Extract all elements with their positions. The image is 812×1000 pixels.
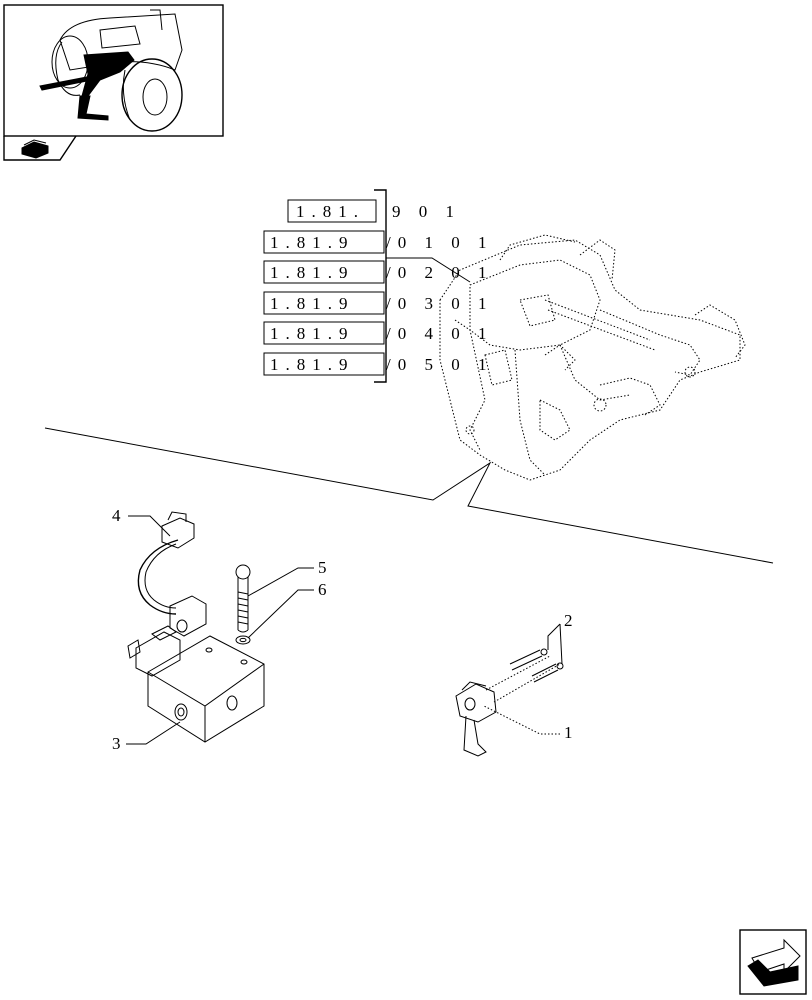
reference-suffix: /0 1 0 1 <box>386 233 493 252</box>
reference-list: 1.81. 9 0 1 1.81.9 /0 1 0 1 1.81.9 /0 2 … <box>263 189 493 383</box>
reference-bracket <box>374 189 387 383</box>
reference-leader <box>386 257 471 283</box>
reference-suffix: /0 4 0 1 <box>386 324 493 343</box>
leader-part-5 <box>247 567 314 597</box>
reference-box-label: 1.81.9 <box>270 355 355 374</box>
callout-label-4: 4 <box>112 506 121 525</box>
bolt-part-5[interactable] <box>235 564 251 633</box>
washer-part-6[interactable] <box>235 635 251 645</box>
cable-harness-part-4[interactable] <box>137 511 207 637</box>
callout-label-1: 1 <box>564 723 573 742</box>
reference-row-2[interactable]: 1.81.9 /0 2 0 1 <box>263 260 493 284</box>
section-separator <box>44 427 774 564</box>
reference-box-label: 1.81.9 <box>270 233 355 252</box>
leader-part-2a <box>547 623 561 650</box>
leader-part-2b <box>559 623 563 665</box>
front-hitch-assembly-drawing <box>439 234 746 481</box>
leader-part-6 <box>247 589 314 639</box>
book-page-tab[interactable] <box>3 135 77 161</box>
callout-label-3: 3 <box>112 734 121 753</box>
callout-label-2: 2 <box>564 611 573 630</box>
leader-part-4 <box>128 515 171 537</box>
book-page-icon <box>21 139 49 159</box>
reference-row-4[interactable]: 1.81.9 /0 4 0 1 <box>263 321 493 345</box>
screws-part-2[interactable] <box>509 648 564 683</box>
position-sensor-part-1[interactable] <box>455 655 561 757</box>
reference-row-0[interactable]: 1.81. 9 0 1 <box>287 199 461 223</box>
tractor-front-hitch-thumbnail-icon <box>39 9 183 132</box>
reference-row-3[interactable]: 1.81.9 /0 3 0 1 <box>263 291 493 315</box>
reference-row-5[interactable]: 1.81.9 /0 5 0 1 <box>263 352 493 376</box>
reference-suffix: 9 0 1 <box>392 202 461 221</box>
reference-box-label: 1.81.9 <box>270 263 355 282</box>
reference-box-label: 1.81.9 <box>270 294 355 313</box>
next-page-arrow-icon <box>747 938 801 987</box>
callouts: 4 5 6 3 2 1 <box>112 506 573 753</box>
valve-block-part-3[interactable] <box>127 625 265 743</box>
callout-label-5: 5 <box>318 558 327 577</box>
reference-suffix: /0 5 0 1 <box>386 355 493 374</box>
reference-row-1[interactable]: 1.81.9 /0 1 0 1 <box>263 230 493 254</box>
next-page-button[interactable] <box>739 929 807 995</box>
reference-box-label: 1.81.9 <box>270 324 355 343</box>
reference-suffix: /0 3 0 1 <box>386 294 493 313</box>
callout-label-6: 6 <box>318 580 327 599</box>
tractor-thumbnail[interactable] <box>3 4 224 137</box>
reference-suffix: /0 2 0 1 <box>386 263 493 282</box>
reference-box-label: 1.81. <box>296 202 365 221</box>
leader-part-3 <box>126 721 181 745</box>
